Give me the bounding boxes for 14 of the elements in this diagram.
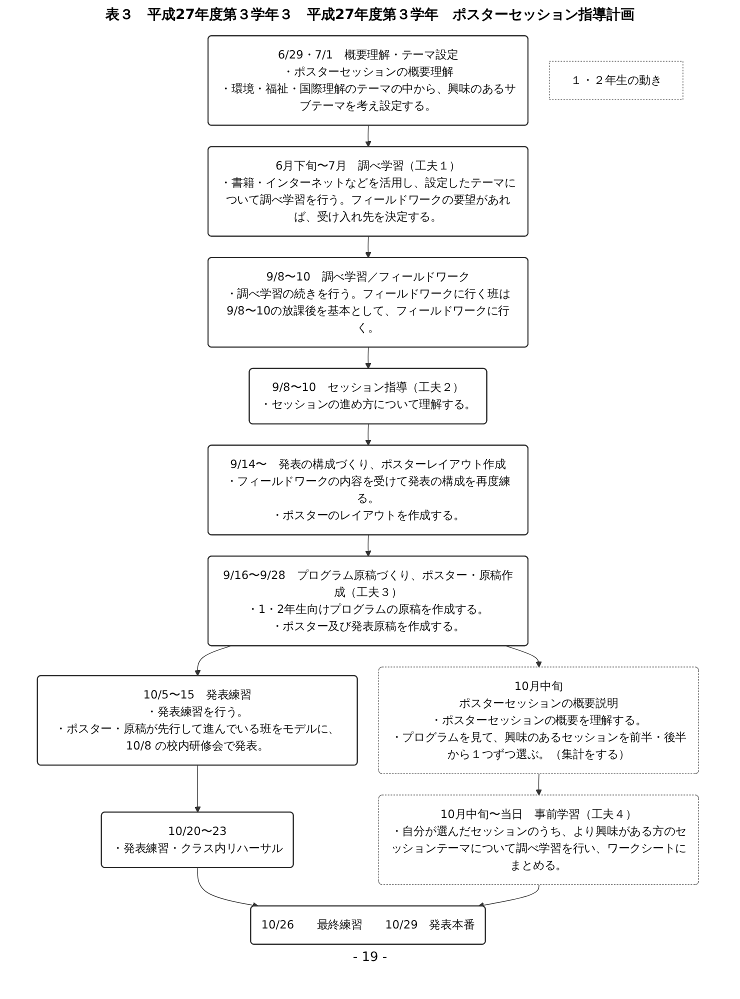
arrow — [478, 884, 540, 908]
arrow — [506, 646, 542, 668]
node-box: １・２年生の動き — [548, 60, 684, 100]
arrow — [365, 424, 372, 446]
arrow — [365, 347, 372, 370]
arrow — [194, 646, 231, 676]
arrow — [365, 534, 372, 557]
arrow — [194, 765, 201, 813]
arrow — [197, 868, 259, 908]
page-number: - 19 - — [352, 950, 388, 965]
arrow — [365, 125, 372, 148]
diagram-title: 表３ 平成27年度第３学年３ 平成27年度第３学年 ポスターセッション指導計画 — [104, 6, 636, 24]
arrow — [365, 236, 372, 258]
arrow — [536, 774, 542, 796]
